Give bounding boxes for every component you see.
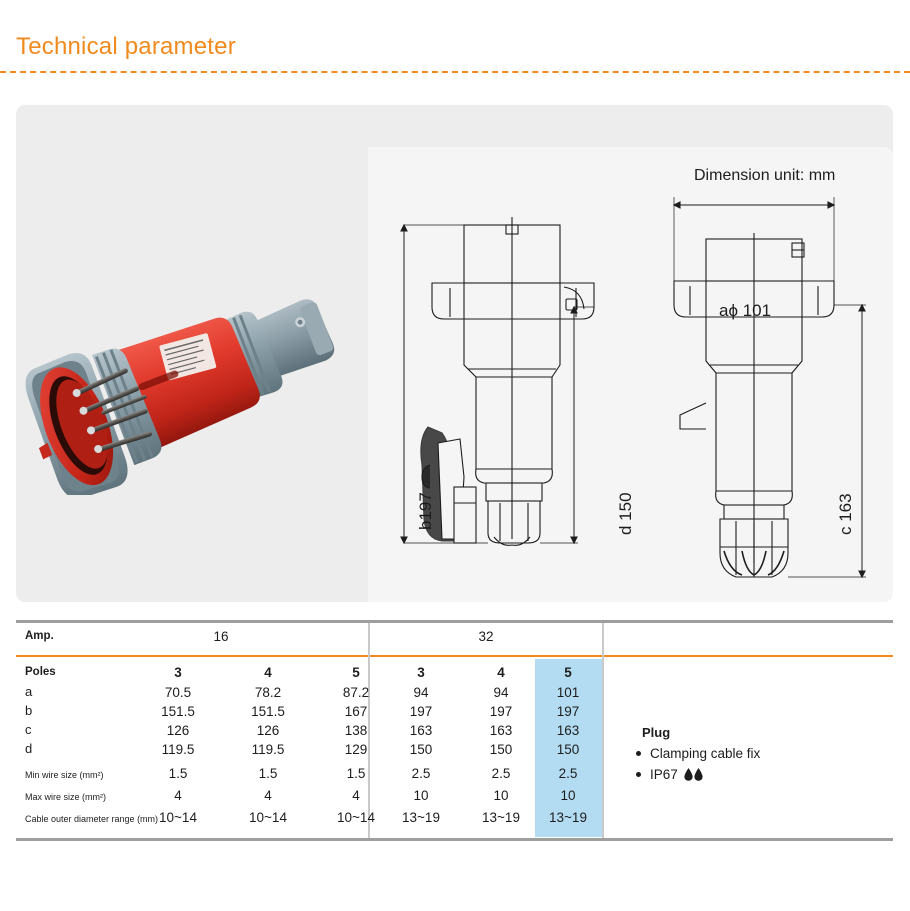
plug-info-panel: Plug Clamping cable fix IP67 [636,725,876,788]
cell-cablediam-32a-5: 13~19 [549,810,587,825]
cell-c-16a-3: 126 [166,723,190,738]
cell-a-16a-3: 70.5 [164,685,192,700]
row-label-c: c [25,722,32,737]
cell-minwire-32a-3: 2.5 [411,766,431,781]
cell-c-16a-5: 138 [344,723,368,738]
dimension-label-d: d 150 [616,492,635,535]
plug-feature-label: IP67 [650,767,678,782]
plug-info-title: Plug [642,725,671,740]
bullet-icon [636,772,641,777]
dimension-label-a: aϕ 101 [719,301,772,320]
water-droplet-icon [694,768,703,781]
cell-c-32a-5: 163 [556,723,580,738]
cell-b-32a-4: 197 [489,704,513,719]
cell-maxwire-32a-5: 10 [560,788,576,803]
header-divider [0,71,910,73]
plug-feature-label: Clamping cable fix [650,746,761,761]
cell-minwire-32a-5: 2.5 [558,766,578,781]
cell-b-16a-3: 151.5 [161,704,195,719]
row-label-a: a [25,684,33,699]
cell-c-16a-4: 126 [256,723,280,738]
cell-cablediam-16a-3: 10~14 [159,810,197,825]
dimension-unit-label: Dimension unit: mm [694,167,836,184]
cell-c-32a-3: 163 [409,723,433,738]
highlighted-column-32a-5pole [535,659,602,837]
cell-c-32a-4: 163 [489,723,513,738]
amp-row-divider [16,655,893,657]
cell-d-32a-3: 150 [409,742,433,757]
poles-header-16a-5: 5 [352,665,360,680]
cell-b-32a-5: 197 [556,704,580,719]
poles-header-16a-4: 4 [264,665,272,680]
amp-group-divider [368,623,370,838]
row-label-d: d [25,741,33,756]
table-bottom-border [16,838,893,841]
cell-maxwire-16a-3: 4 [174,788,182,803]
bullet-icon [636,751,641,756]
table-top-border [16,620,893,623]
cell-cablediam-32a-3: 13~19 [402,810,440,825]
technical-drawing-panel: Dimension unit: mm [368,147,893,602]
page-title: Technical parameter [16,33,236,60]
cell-a-32a-5: 101 [556,685,580,700]
cell-minwire-16a-5: 1.5 [346,766,366,781]
cell-maxwire-32a-4: 10 [493,788,509,803]
cell-minwire-16a-4: 1.5 [258,766,278,781]
cell-minwire-16a-3: 1.5 [168,766,188,781]
cell-b-32a-3: 197 [409,704,433,719]
dimension-label-c: c 163 [836,493,855,535]
drawing-svg [400,197,866,579]
plug-feature-item: IP67 [636,767,876,782]
product-photo [25,299,335,495]
amp-value-32: 32 [478,629,494,644]
row-label-cable-outer-diameter: Cable outer diameter range (mm) [25,814,159,824]
cell-d-32a-4: 150 [489,742,513,757]
poles-header-32a-4: 4 [497,665,505,680]
cell-a-32a-3: 94 [413,685,429,700]
illustration-panel: Dimension unit: mm [16,105,893,602]
cell-maxwire-32a-3: 10 [413,788,429,803]
cell-minwire-32a-4: 2.5 [491,766,511,781]
cell-maxwire-16a-5: 4 [352,788,360,803]
table-right-divider [602,623,604,838]
cell-d-32a-5: 150 [556,742,580,757]
row-label-poles: Poles [25,666,56,678]
cell-cablediam-32a-4: 13~19 [482,810,520,825]
cell-d-16a-4: 119.5 [251,742,285,757]
cell-d-16a-3: 119.5 [161,742,195,757]
specification-table: Amp. 16 32 Poles 3 4 5 3 4 5 a 70.5 78.2… [16,620,893,841]
row-label-b: b [25,703,33,718]
cell-a-16a-4: 78.2 [254,685,282,700]
row-label-min-wire-size: Min wire size (mm²) [25,770,104,780]
water-droplet-icons [684,768,703,781]
cell-a-16a-5: 87.2 [342,685,370,700]
cell-a-32a-4: 94 [493,685,509,700]
cell-cablediam-16a-4: 10~14 [249,810,287,825]
row-label-max-wire-size: Max wire size (mm²) [25,792,106,802]
poles-header-32a-5: 5 [564,665,572,680]
cell-b-16a-5: 167 [344,704,368,719]
cell-d-16a-5: 129 [344,742,368,757]
poles-header-32a-3: 3 [417,665,425,680]
water-droplet-icon [684,768,693,781]
dimension-label-b: b197 [416,492,435,530]
row-label-amp: Amp. [25,630,54,642]
plug-feature-item: Clamping cable fix [636,746,876,761]
poles-header-16a-3: 3 [174,665,182,680]
cell-cablediam-16a-5: 10~14 [337,810,375,825]
amp-value-16: 16 [213,629,229,644]
cell-maxwire-16a-4: 4 [264,788,272,803]
cell-b-16a-4: 151.5 [251,704,285,719]
